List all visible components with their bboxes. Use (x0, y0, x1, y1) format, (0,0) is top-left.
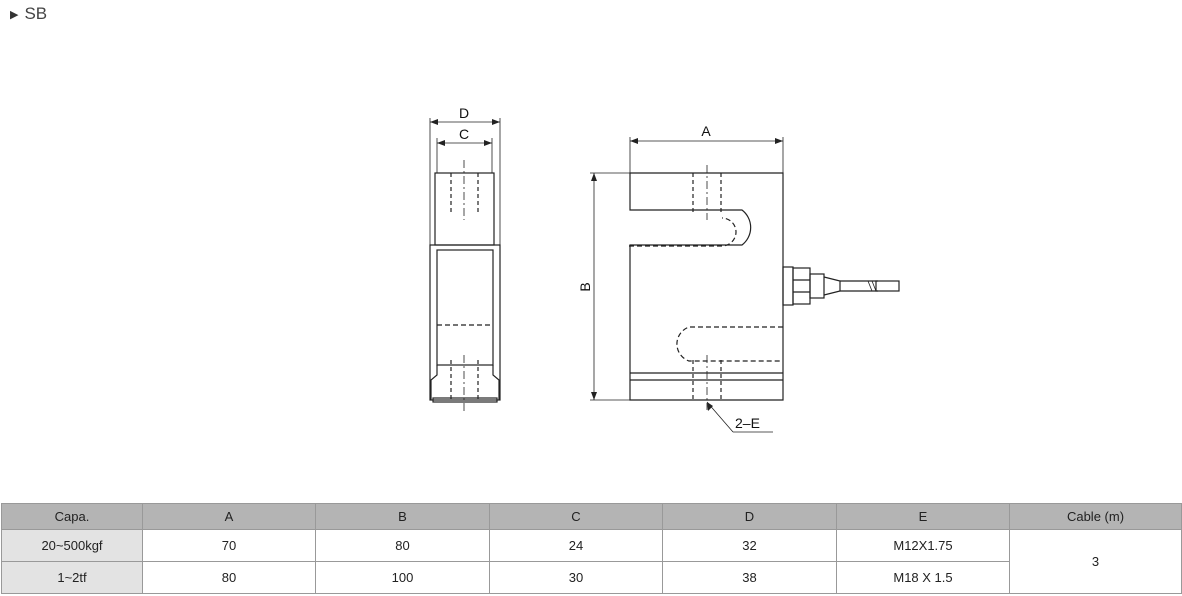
front-view (590, 137, 900, 433)
cell-e: M18 X 1.5 (836, 561, 1010, 594)
side-view (429, 118, 501, 412)
section-heading: ▶ SB (10, 4, 47, 24)
table-row: 1~2tf 80 100 30 38 M18 X 1.5 (1, 561, 1182, 594)
cell-a: 70 (142, 529, 316, 562)
cell-d: 38 (662, 561, 837, 594)
label-a: A (701, 123, 711, 139)
header-b: B (315, 503, 490, 530)
header-capa: Capa. (1, 503, 143, 530)
cell-cable: 3 (1009, 529, 1182, 594)
table-header-row: Capa. A B C D E Cable (m) (1, 503, 1182, 530)
header-c: C (489, 503, 663, 530)
cell-d: 32 (662, 529, 837, 562)
spec-table: Capa. A B C D E Cable (m) 20~500kgf 70 8… (1, 503, 1182, 594)
cell-capa: 1~2tf (1, 561, 143, 594)
label-b: B (577, 282, 593, 291)
label-c: C (459, 126, 469, 142)
cell-c: 24 (489, 529, 663, 562)
header-e: E (836, 503, 1010, 530)
section-title: SB (24, 4, 48, 23)
load-cell-drawing: D C A (429, 105, 900, 433)
triangle-right-icon: ▶ (10, 8, 19, 21)
header-a: A (142, 503, 316, 530)
cell-b: 80 (315, 529, 490, 562)
cell-e: M12X1.75 (836, 529, 1010, 562)
label-e: 2–E (735, 415, 760, 431)
cell-capa: 20~500kgf (1, 529, 143, 562)
label-d: D (459, 105, 469, 121)
table-row: 20~500kgf 70 80 24 32 M12X1.75 3 (1, 529, 1182, 594)
cell-a: 80 (142, 561, 316, 594)
cell-c: 30 (489, 561, 663, 594)
header-d: D (662, 503, 837, 530)
cell-b: 100 (315, 561, 490, 594)
header-cable: Cable (m) (1009, 503, 1182, 530)
